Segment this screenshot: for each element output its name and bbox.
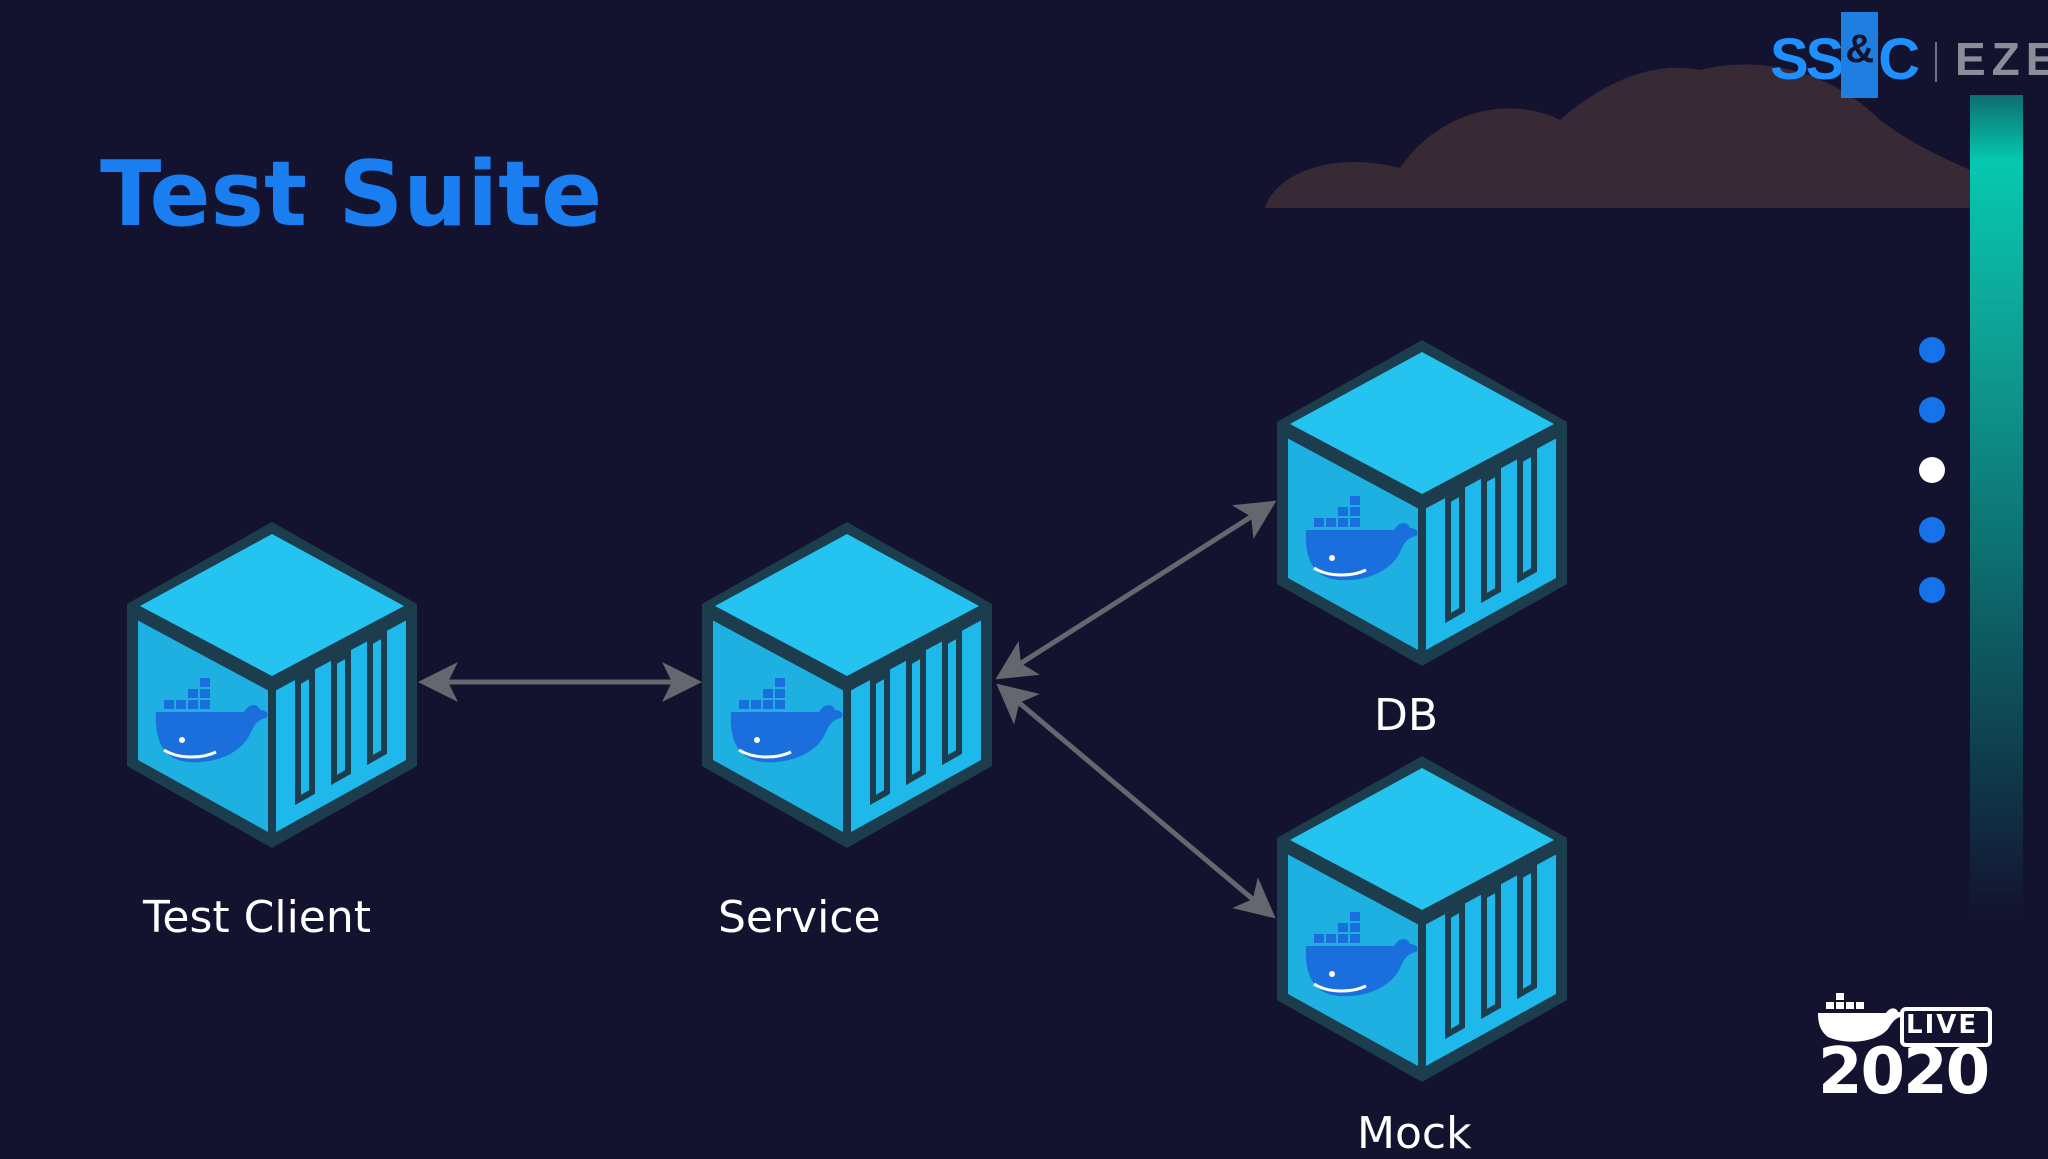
page-title: Test Suite — [100, 142, 603, 247]
logo-separator — [1935, 42, 1937, 82]
dockercon-live-badge — [1818, 993, 1992, 1047]
nav-dot-5[interactable] — [1919, 577, 1945, 603]
badge-year-text: 2020 — [1818, 1035, 1990, 1109]
node-service-label: Service — [718, 892, 881, 943]
accent-bar — [1970, 95, 2023, 915]
nav-dot-2[interactable] — [1919, 397, 1945, 423]
nav-dot-3[interactable] — [1919, 457, 1945, 483]
node-test-client-icon — [127, 522, 417, 848]
slide-navigation — [1919, 337, 1945, 637]
nav-dot-1[interactable] — [1919, 337, 1945, 363]
edge-service-mock — [996, 683, 1276, 919]
node-db-label: DB — [1374, 690, 1439, 741]
node-service-icon — [702, 522, 992, 848]
badge-live-text: LIVE — [1906, 1010, 1979, 1040]
node-mock-label: Mock — [1357, 1108, 1472, 1159]
node-db-icon — [1277, 340, 1567, 666]
edge-service-db — [995, 500, 1277, 680]
eze-logo: EZE — [1955, 33, 2048, 85]
ssc-logo: SS&C — [1770, 12, 1920, 100]
node-mock-icon — [1277, 756, 1567, 1082]
node-test-client-label: Test Client — [143, 892, 372, 943]
nav-dot-4[interactable] — [1919, 517, 1945, 543]
